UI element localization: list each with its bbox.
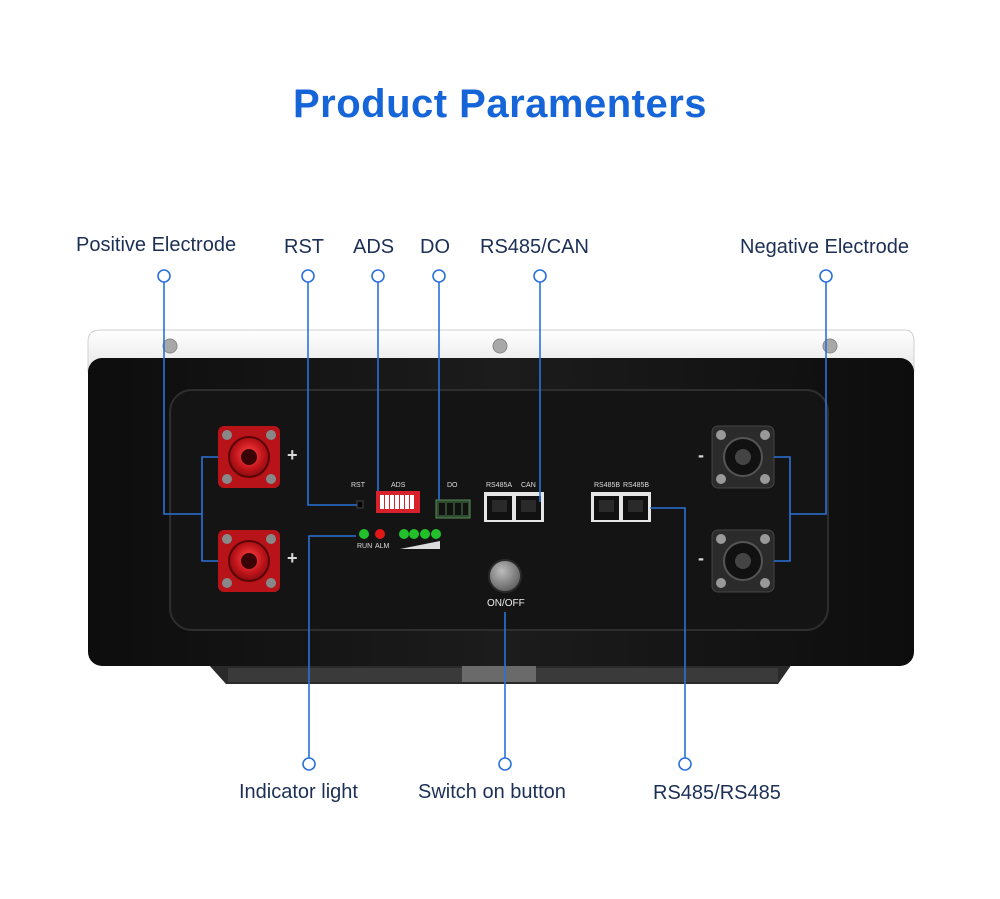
- soc-leds: [399, 529, 441, 549]
- panel-label-can: CAN: [521, 482, 536, 489]
- negative-terminal-top: [711, 425, 775, 489]
- alm-led: [375, 529, 385, 539]
- page-title: Product Paramenters: [292, 82, 708, 126]
- panel-label-rs485b-2: RS485B: [623, 482, 650, 489]
- callout-positive-electrode: Positive Electrode: [76, 234, 237, 256]
- panel-label-rs485a: RS485A: [486, 482, 513, 489]
- callout-rs485-rs485: RS485/RS485: [653, 782, 781, 804]
- callout-rs485-can: RS485/CAN: [480, 236, 589, 258]
- power-button: [488, 559, 522, 593]
- rs485a-can-ports: [484, 492, 544, 522]
- panel-label-onoff: ON/OFF: [487, 598, 525, 609]
- callout-switch-on-button: Switch on button: [418, 781, 566, 803]
- plus-sign-top: +: [287, 445, 298, 465]
- ads-dip-switch: [376, 491, 420, 513]
- panel-label-run: RUN: [357, 543, 373, 550]
- rs485b-ports: [591, 492, 651, 522]
- negative-terminal-bottom: [711, 529, 775, 593]
- callout-indicator-light: Indicator light: [239, 781, 358, 803]
- panel-label-rst: RST: [351, 482, 365, 489]
- panel-label-do: DO: [447, 482, 458, 489]
- run-led: [359, 529, 369, 539]
- rst-hole: [356, 500, 364, 509]
- minus-sign-bottom: -: [698, 548, 704, 568]
- panel-label-ads: ADS: [391, 482, 406, 489]
- callout-ads: ADS: [353, 236, 395, 258]
- positive-terminal-bottom: [218, 530, 280, 592]
- panel-label-alm: ALM: [375, 543, 390, 550]
- minus-sign-top: -: [698, 445, 704, 465]
- positive-terminal-top: [218, 426, 280, 488]
- callout-do: DO: [420, 236, 450, 258]
- panel-label-rs485b-1: RS485B: [594, 482, 621, 489]
- leader-lines: [163, 282, 827, 758]
- base-feet: [208, 664, 792, 684]
- callout-negative-electrode: Negative Electrode: [740, 236, 909, 258]
- callout-markers: [157, 269, 833, 771]
- plus-sign-bottom: +: [287, 548, 298, 568]
- do-terminal-block: [435, 499, 471, 519]
- callout-rst: RST: [284, 236, 324, 258]
